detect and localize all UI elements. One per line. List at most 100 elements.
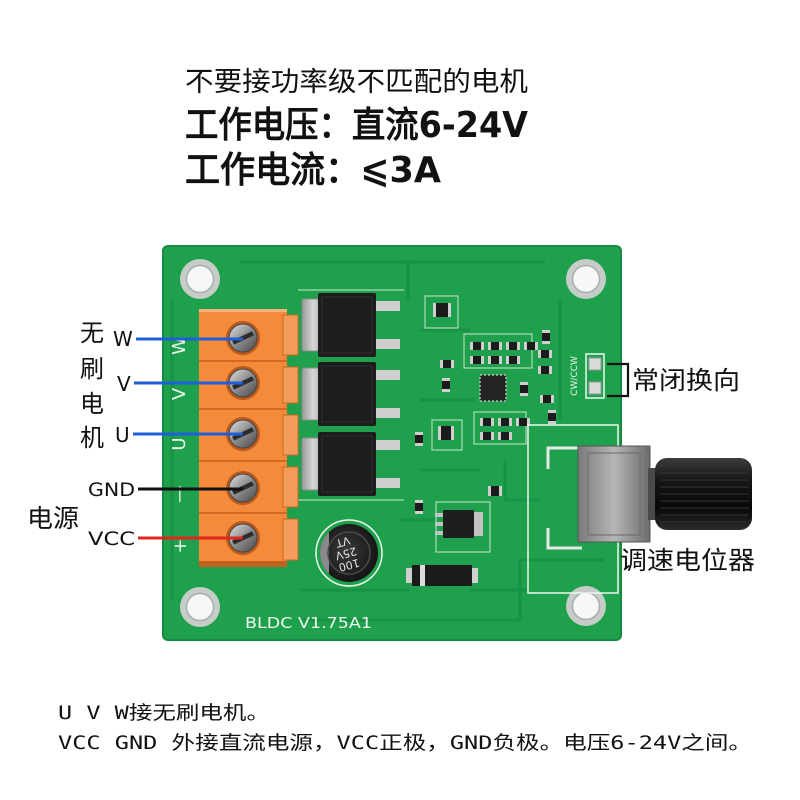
terminal-mark-w: W — [169, 337, 190, 355]
capacitor-series: VT — [334, 534, 351, 550]
pot-body-inner — [587, 452, 641, 536]
smd-part — [519, 418, 527, 426]
jumper-bracket — [607, 362, 630, 398]
terminal-ridge — [282, 366, 299, 404]
potentiometer-label: 调速电位器 — [620, 546, 755, 575]
mounting-hole-center — [185, 592, 215, 622]
power-supply-label: 电源 — [27, 504, 79, 533]
terminal-mark-plus: + — [170, 538, 191, 553]
mounting-hole — [180, 259, 220, 299]
pcb-silkscreen-lines — [298, 289, 533, 553]
smd-part — [483, 418, 491, 426]
smd-part — [543, 395, 551, 403]
smd-part — [548, 413, 556, 421]
power-note: VCC GND 外接直流电源，VCC正极，GND负极。电压6-24V之间。 — [58, 732, 752, 754]
diode-pad — [406, 568, 415, 583]
terminal-block-shadow — [199, 561, 287, 567]
phase-u-label: U — [115, 423, 130, 447]
pot-collar — [648, 468, 658, 520]
smd-part — [473, 356, 481, 364]
smd-part — [491, 342, 499, 350]
smd-part — [415, 503, 423, 511]
mosfet-leg — [376, 440, 400, 450]
mounting-hole-center — [185, 264, 215, 294]
voltage-spec: 工作电压：直流6-24V — [185, 105, 528, 146]
mosfet-body-edge — [321, 365, 373, 423]
smd-part — [491, 356, 499, 364]
motor-label-char-1: 无 — [80, 319, 104, 347]
mounting-hole — [180, 587, 220, 627]
jumper-pad — [588, 381, 602, 395]
smd-part — [541, 350, 549, 358]
jumper-pad — [588, 357, 602, 371]
phase-v-label: V — [117, 372, 131, 396]
jumper-label: 常闭换向 — [632, 366, 740, 395]
terminal-ridge — [282, 518, 299, 561]
regulator-tab — [472, 512, 483, 536]
smd-part — [441, 426, 451, 440]
screw-terminal-block — [199, 309, 299, 567]
motor-label-char-4: 机 — [80, 424, 104, 452]
gnd-label: GND — [88, 479, 135, 501]
smd-part — [527, 342, 535, 350]
mosfet-body-edge — [321, 296, 373, 354]
jumper-silkscreen: CW/CCW — [570, 356, 580, 396]
diode-band — [420, 565, 425, 586]
smd-part — [483, 432, 491, 440]
mosfet-body — [318, 362, 376, 426]
smd-part — [442, 381, 450, 389]
terminal-dividers — [199, 360, 287, 514]
regulator-leg — [435, 522, 443, 526]
wiring-note: U V W接无刷电机。 — [58, 702, 270, 724]
capacitor-silkscreen — [315, 519, 383, 587]
ic-chip — [479, 374, 507, 402]
board-model-silkscreen: BLDC V1.75A1 — [245, 614, 372, 632]
mosfet-body — [318, 293, 376, 357]
mosfet-leg — [376, 370, 400, 380]
capacitor-voltage: 25V — [333, 544, 358, 562]
pcb-traces — [170, 260, 605, 622]
regulator-leg — [435, 513, 443, 517]
mosfet-body — [318, 432, 376, 496]
terminal-mark-v: V — [169, 387, 190, 400]
electrolytic-capacitor: 100 25V VT — [315, 519, 383, 587]
smd-components — [415, 303, 556, 514]
terminal-ridge — [282, 466, 299, 508]
capacitor-stripe — [320, 524, 329, 582]
capacitor-marking: 100 25V VT — [333, 534, 361, 574]
phase-w-label: W — [113, 327, 133, 351]
mosfet — [301, 362, 400, 426]
smd-part — [501, 418, 509, 426]
direction-jumper: CW/CCW — [570, 353, 605, 399]
motor-label-char-2: 刷 — [80, 355, 104, 383]
capacitor-capacitance: 100 — [337, 556, 361, 574]
smd-part — [509, 342, 517, 350]
mosfet-leg — [376, 339, 400, 349]
mounting-hole-center — [571, 264, 601, 294]
vcc-label: VCC — [88, 528, 135, 550]
mosfet — [301, 432, 400, 496]
smd-part — [415, 435, 423, 443]
smd-part — [509, 356, 517, 364]
mounting-hole — [566, 259, 606, 299]
mounting-hole-center — [571, 591, 601, 621]
mosfet-leg — [376, 478, 400, 488]
pot-bracket — [546, 446, 582, 550]
warning-text: 不要接功率级不匹配的电机 — [185, 67, 528, 98]
jumper-outline — [585, 353, 605, 399]
mosfet-leg — [376, 408, 400, 418]
terminal-ridge — [282, 314, 299, 356]
smd-part — [491, 486, 499, 496]
regulator-leg — [435, 531, 443, 535]
mosfet-leg — [376, 301, 400, 311]
motor-label-char-3: 电 — [80, 390, 104, 418]
pot-knob-knurl — [660, 465, 749, 523]
terminal-mark-u: U — [169, 437, 190, 450]
smd-part — [473, 342, 481, 350]
capacitor-rim — [327, 531, 371, 575]
smd-part — [443, 360, 451, 368]
speed-potentiometer — [527, 424, 752, 594]
terminal-ridge — [282, 414, 299, 456]
